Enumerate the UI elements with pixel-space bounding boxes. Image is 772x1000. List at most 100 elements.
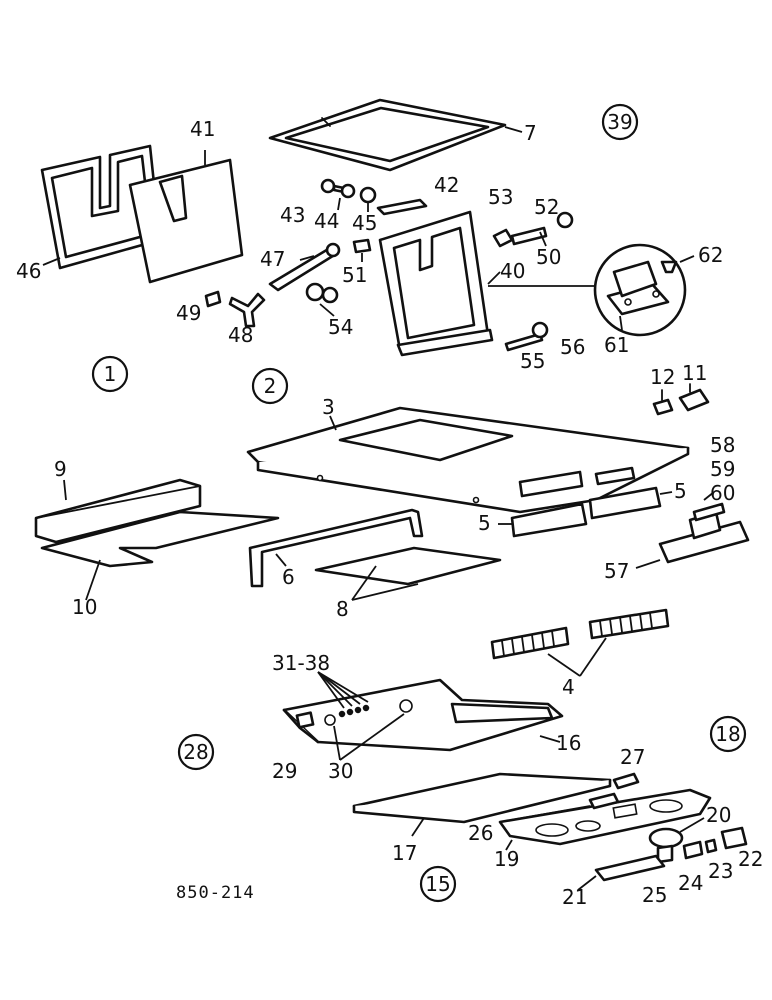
label-part-26: 26	[468, 821, 493, 845]
part-3-main-panel	[246, 406, 690, 514]
label-part-25: 25	[642, 883, 667, 907]
part-12-spacer	[652, 398, 674, 416]
label-part-61: 61	[604, 333, 629, 357]
hardware-cluster	[204, 178, 574, 352]
label-part-21: 21	[562, 885, 587, 909]
parts-20-25-switch	[577, 817, 748, 891]
part-46-u-seal	[40, 144, 162, 270]
part-26-slot	[588, 792, 620, 810]
label-part-49: 49	[176, 301, 201, 325]
part-49-cap	[204, 290, 222, 308]
part-16-instrument-panel	[282, 671, 564, 761]
label-part-41: 41	[190, 117, 215, 141]
label-part-3: 3	[322, 395, 335, 419]
part-43-bolt-head	[320, 178, 336, 194]
label-part-8: 8	[336, 597, 349, 621]
label-part-50: 50	[536, 245, 561, 269]
label-part-22: 22	[738, 847, 763, 871]
svg-text:2: 2	[264, 374, 277, 398]
label-part-24: 24	[678, 871, 703, 895]
label-part-45: 45	[352, 211, 377, 235]
part-45-nut	[359, 186, 377, 204]
svg-text:39: 39	[607, 110, 632, 134]
part-23-nut	[704, 838, 718, 854]
label-part-5-a: 5	[674, 479, 687, 503]
label-part-23: 23	[708, 859, 733, 883]
part-44-washer	[340, 183, 356, 199]
part-27-tab	[612, 772, 640, 790]
part-19-console	[498, 772, 712, 851]
svg-text:15: 15	[425, 872, 450, 896]
group-marker-2: 2	[251, 367, 289, 405]
label-part-11: 11	[682, 361, 707, 385]
label-part-53: 53	[488, 185, 513, 209]
part-8-tray	[314, 546, 502, 601]
group-marker-39: 39	[601, 103, 639, 141]
label-part-10: 10	[72, 595, 97, 619]
drawing-code: 850-214	[176, 883, 255, 903]
label-part-20: 20	[706, 803, 731, 827]
label-part-9: 9	[54, 457, 67, 481]
label-part-48: 48	[228, 323, 253, 347]
label-part-42: 42	[434, 173, 459, 197]
part-11-bolt	[678, 388, 710, 412]
parts-11-12	[652, 383, 710, 416]
part-40-frame	[378, 210, 501, 357]
label-part-60: 60	[710, 481, 735, 505]
label-part-40: 40	[500, 259, 525, 283]
part-57-bracket-assembly	[635, 491, 750, 569]
label-part-27: 27	[620, 745, 645, 769]
label-part-29: 29	[272, 759, 297, 783]
part-62-screw	[660, 260, 678, 274]
label-part-55: 55	[520, 349, 545, 373]
label-part-4: 4	[562, 675, 575, 699]
label-part-47: 47	[260, 247, 285, 271]
part-24-bushing	[682, 840, 704, 860]
part-55-screw	[504, 332, 544, 352]
group-marker-18: 18	[709, 715, 747, 753]
label-part-19: 19	[494, 847, 519, 871]
part-51-pin	[352, 238, 372, 254]
label-part-17: 17	[392, 841, 417, 865]
part-41-cover-plate	[128, 150, 244, 284]
part-50-bolt	[510, 226, 548, 246]
label-part-59: 59	[710, 457, 735, 481]
label-part-44: 44	[314, 209, 339, 233]
label-part-58: 58	[710, 433, 735, 457]
parts-5-strips	[498, 486, 673, 538]
part-22-bolt	[720, 826, 748, 850]
label-part-7: 7	[524, 121, 537, 145]
label-part-62: 62	[698, 243, 723, 267]
label-part-16: 16	[556, 731, 581, 755]
label-part-12: 12	[650, 365, 675, 389]
label-part-51: 51	[342, 263, 367, 287]
part-48-wing-nut	[228, 292, 266, 328]
label-part-56: 56	[560, 335, 585, 359]
label-part-5-b: 5	[478, 511, 491, 535]
part-7-gasket-frame	[268, 98, 523, 172]
part-56-washer	[531, 321, 549, 339]
label-part-57: 57	[604, 559, 629, 583]
part-54-clip	[305, 282, 325, 302]
svg-text:18: 18	[715, 722, 740, 746]
part-17-lower-panel	[352, 772, 612, 837]
group-marker-28: 28	[177, 733, 215, 771]
label-part-43: 43	[280, 203, 305, 227]
part-52-cap	[556, 211, 574, 229]
part-21-lever	[594, 854, 666, 882]
part-9-channel	[34, 478, 202, 544]
label-part-46: 46	[16, 259, 41, 283]
svg-text:28: 28	[183, 740, 208, 764]
part-4-vents	[490, 608, 670, 677]
part-20-knob	[648, 827, 684, 849]
label-part-54: 54	[328, 315, 353, 339]
group-marker-1: 1	[91, 355, 129, 393]
label-part-31-38: 31-38	[272, 651, 330, 675]
part-53-nut	[492, 228, 514, 248]
label-part-6: 6	[282, 565, 295, 589]
label-part-30: 30	[328, 759, 353, 783]
group-marker-15: 15	[419, 865, 457, 903]
part-42-bracket	[376, 198, 428, 216]
part-6-rod	[248, 508, 424, 588]
